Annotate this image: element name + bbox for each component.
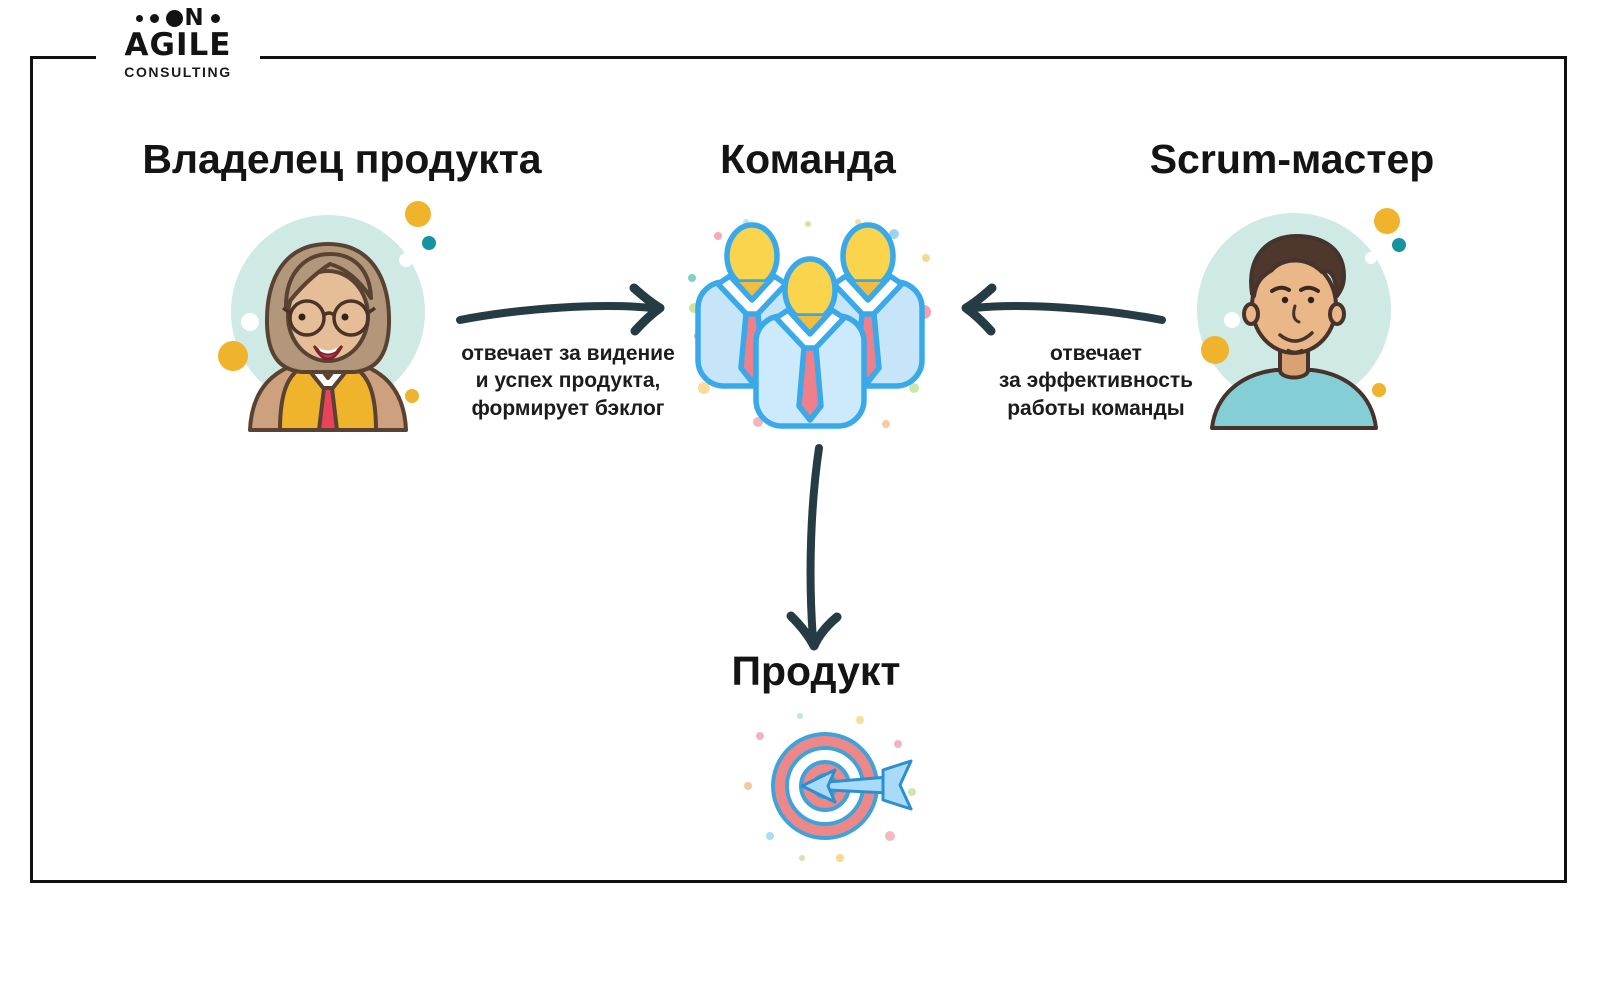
man-avatar-icon <box>1197 208 1406 430</box>
dart-arrow-icon <box>800 759 913 811</box>
arrow-down-icon <box>786 444 842 651</box>
logo-dot-icon <box>150 13 160 23</box>
target-with-arrow-icon <box>744 713 916 862</box>
logo-dot-icon <box>166 9 184 27</box>
product-owner-responsibility: отвечает за видение и успех продукта, фо… <box>461 342 675 420</box>
scrum-master-responsibility: отвечает за эффективность работы команды <box>998 342 1194 420</box>
woman-avatar-icon <box>218 201 436 432</box>
team-title: Команда <box>720 136 896 182</box>
logo-letter: N <box>184 4 204 31</box>
scrum-master-title: Scrum-мастер <box>1149 136 1435 182</box>
arrow-left-icon <box>961 283 1166 336</box>
confetti-dots-icon <box>744 713 916 862</box>
team-people-icon <box>688 219 931 429</box>
logo-dot-icon <box>210 13 220 23</box>
logo-brand: AGILE <box>124 27 232 63</box>
product-title: Продукт <box>731 648 901 694</box>
team-member-front <box>753 256 867 429</box>
logo-subtitle: CONSULTING <box>124 63 232 80</box>
team-members <box>695 222 925 429</box>
logo-dot-icon <box>136 14 144 22</box>
confetti-dots-icon <box>688 219 931 428</box>
logo-dots-icon: N <box>96 4 260 31</box>
logo: N AGILE CONSULTING <box>96 4 260 83</box>
arrow-right-icon <box>456 283 665 336</box>
product-owner-title: Владелец продукта <box>142 136 542 182</box>
